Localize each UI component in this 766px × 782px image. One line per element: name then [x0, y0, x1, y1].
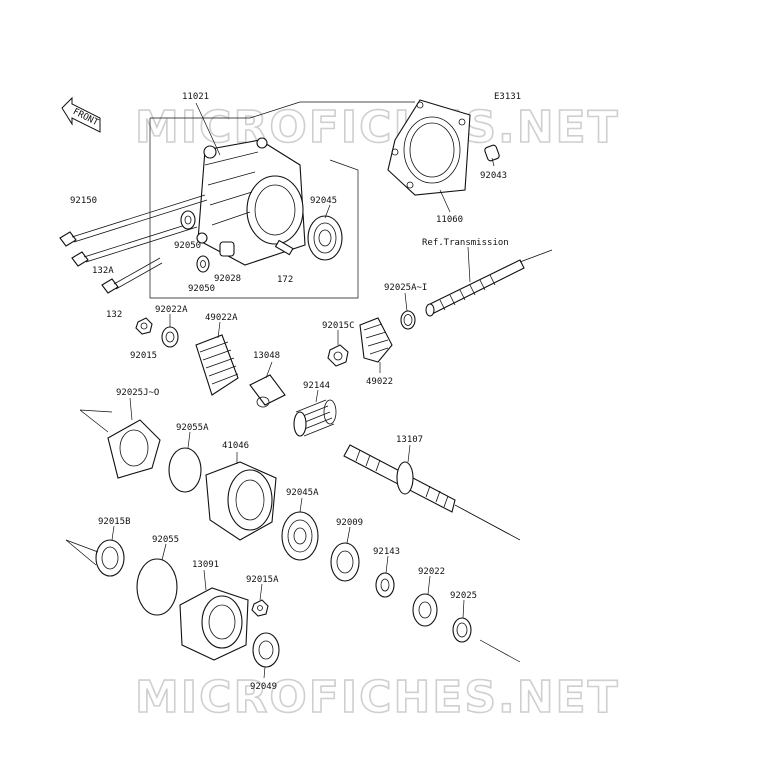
label-92150: 92150 [70, 196, 97, 206]
label-41046: 41046 [222, 441, 249, 451]
label-92055: 92055 [152, 535, 179, 545]
label-172: 172 [277, 275, 293, 285]
watermark-top: MICROFICHES.NET [135, 102, 620, 153]
spring-92144 [293, 399, 337, 437]
ref-code: E3131 [494, 92, 521, 102]
bearing-92045 [307, 215, 343, 261]
shim-92025a-i [400, 310, 416, 330]
seal-92009 [330, 542, 360, 582]
label-13091: 13091 [192, 560, 219, 570]
housing-13091 [179, 587, 249, 661]
gasket-92025j-o [107, 419, 161, 479]
label-ref-transmission: Ref.Transmission [422, 238, 509, 248]
label-11060: 11060 [436, 215, 463, 225]
label-92043: 92043 [480, 171, 507, 181]
bevel-gear-49022a [195, 334, 239, 396]
watermark-bottom: MICROFICHES.NET [135, 672, 620, 723]
o-ring-92055a [168, 447, 202, 493]
label-92025a-i: 92025A~I [384, 283, 427, 293]
label-92055a: 92055A [176, 423, 209, 433]
nut-92015c [327, 344, 349, 367]
bevel-gear-49022 [359, 317, 393, 363]
collar-92028 [219, 241, 235, 257]
label-92028: 92028 [214, 274, 241, 284]
washer-92022a [161, 326, 179, 348]
label-92045a: 92045A [286, 488, 319, 498]
nut-92015b [95, 539, 125, 577]
label-92022: 92022 [418, 567, 445, 577]
seal-92049 [252, 632, 280, 668]
housing-group-frame [149, 101, 415, 299]
label-92022a: 92022A [155, 305, 188, 315]
gear-case-housing [196, 137, 306, 266]
coupling-13048 [249, 374, 286, 408]
bolt-92150 [59, 194, 208, 247]
transmission-shaft-ref [425, 249, 553, 317]
label-92045: 92045 [310, 196, 337, 206]
label-92015b: 92015B [98, 517, 131, 527]
washer-92050b [196, 255, 210, 273]
shim-92025 [452, 617, 472, 643]
bolt-132 [101, 257, 163, 294]
washer-92050a [180, 210, 196, 230]
label-92025: 92025 [450, 591, 477, 601]
label-92050-a: 92050 [174, 241, 201, 251]
nut-92015a [251, 599, 269, 617]
label-92143: 92143 [373, 547, 400, 557]
bolt-132a [71, 221, 198, 267]
bearing-92045a [281, 511, 319, 561]
front-arrow-icon: FRONT [61, 96, 101, 133]
label-13048: 13048 [253, 351, 280, 361]
label-49022: 49022 [366, 377, 393, 387]
label-92009: 92009 [336, 518, 363, 528]
label-92144: 92144 [303, 381, 330, 391]
collar-92143 [375, 572, 395, 598]
nut-92015 [135, 317, 153, 335]
housing-41046 [205, 461, 277, 541]
label-92049: 92049 [250, 682, 277, 692]
label-13107: 13107 [396, 435, 423, 445]
gasket-11060 [387, 99, 471, 196]
o-ring-92055 [136, 558, 178, 616]
plug-172 [274, 239, 294, 256]
label-49022a: 49022A [205, 313, 238, 323]
pin-92043 [484, 144, 500, 162]
washer-92022 [412, 593, 438, 627]
label-92015c: 92015C [322, 321, 355, 331]
label-92015: 92015 [130, 351, 157, 361]
shaft-13107 [343, 444, 456, 513]
label-132: 132 [106, 310, 122, 320]
label-11021: 11021 [182, 92, 209, 102]
label-92050-b: 92050 [188, 284, 215, 294]
label-92025j-o: 92025J~O [116, 388, 159, 398]
label-92015a: 92015A [246, 575, 279, 585]
label-132a: 132A [92, 266, 114, 276]
